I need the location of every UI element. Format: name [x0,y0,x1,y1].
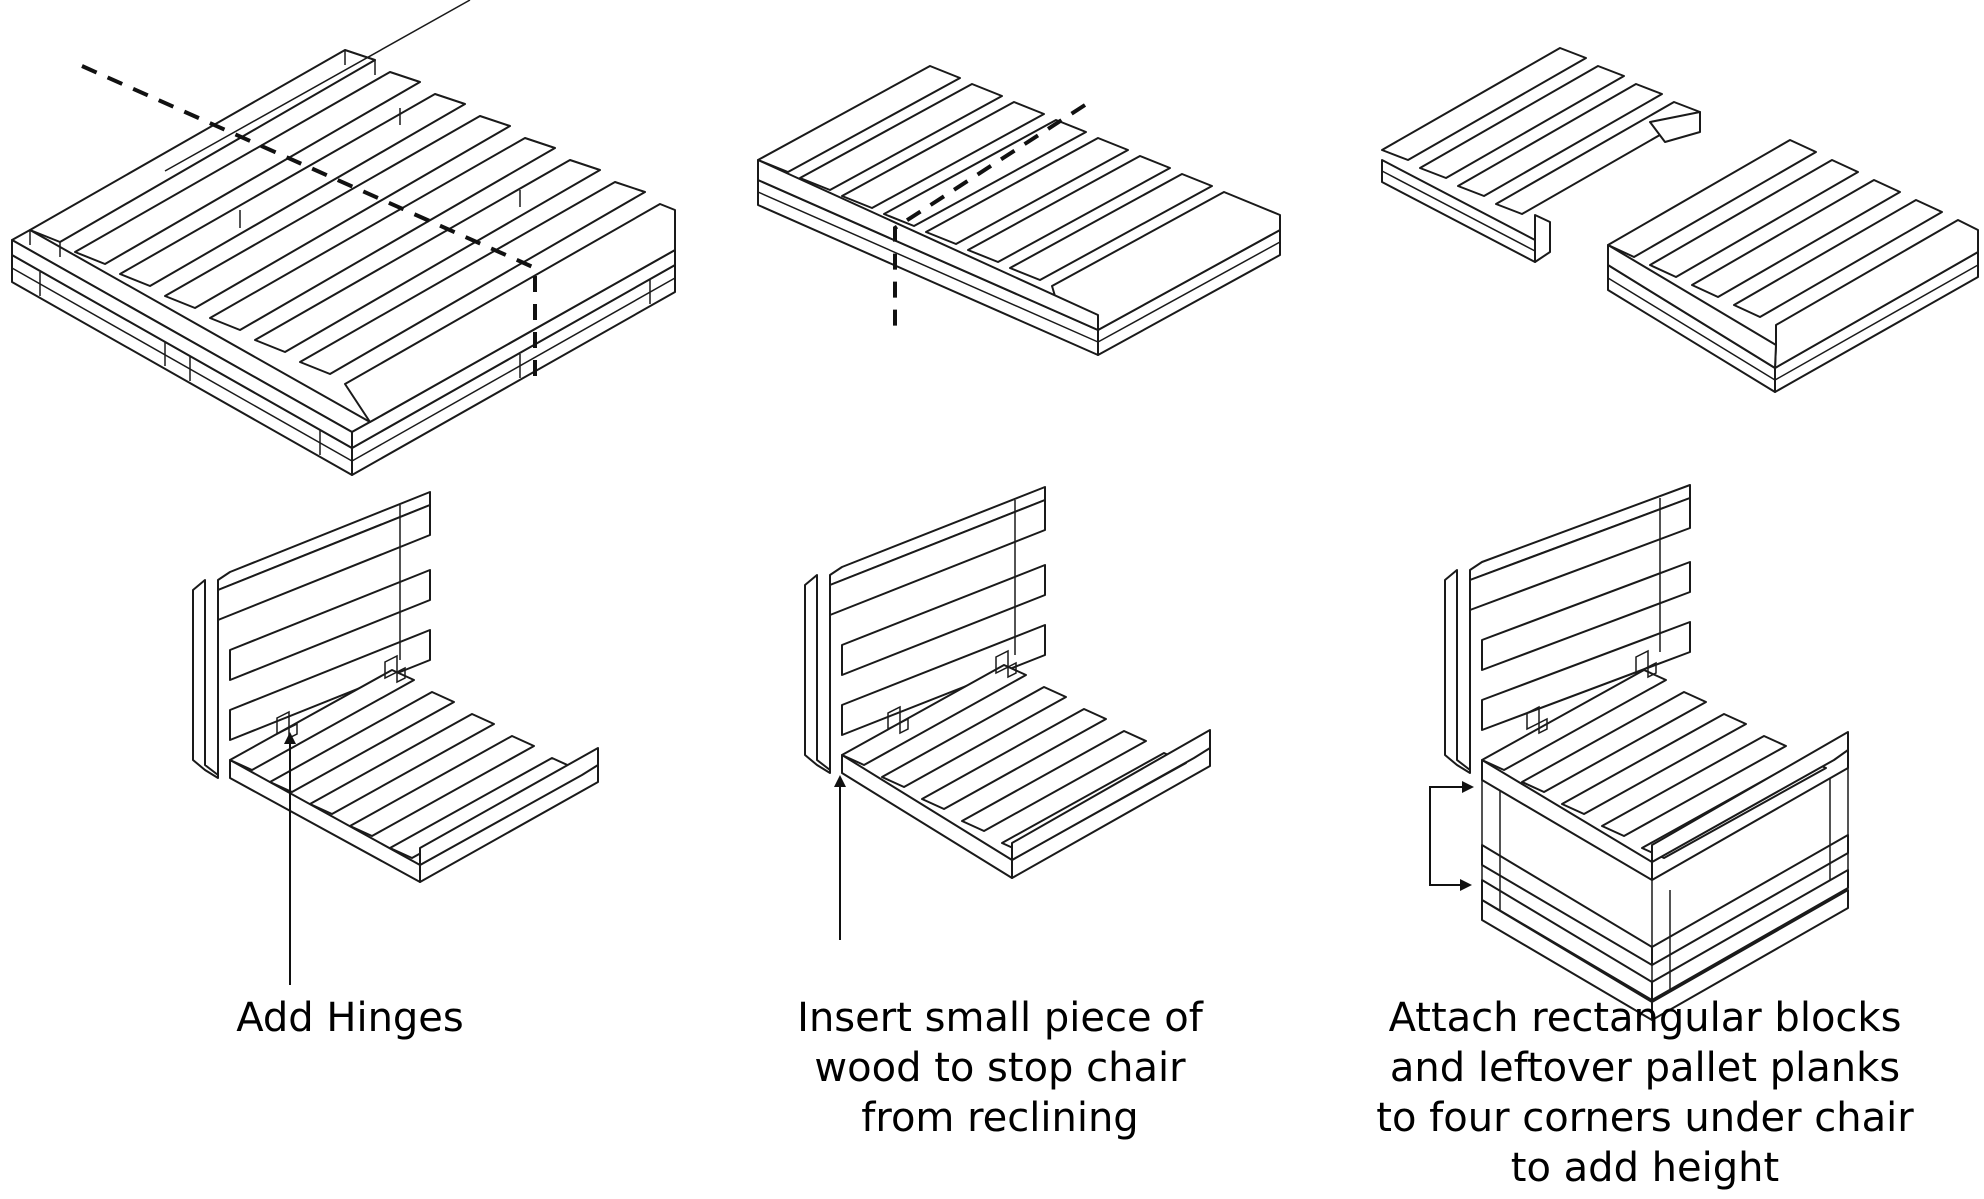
step5-seat-planks [841,664,1211,861]
step5-hinge-right [995,649,1017,679]
step1-cut-line [81,64,537,384]
step6-raised-chair [1429,484,1849,1021]
step6-caption: Attach rectangular blocks and leftover p… [1376,995,1914,1191]
step5-caption: Insert small piece of wood to stop chair… [797,995,1203,1141]
step2-pallet-cut [757,65,1281,356]
step4-seat-planks [229,669,599,866]
step2-cut-line [893,103,1087,330]
step1-deck-boards [11,229,676,449]
step6-hinges [1526,649,1657,735]
step4-caption: Add Hinges [236,995,464,1041]
step5-back-slats [829,499,1046,736]
step2-planks [757,65,1281,331]
step1-full-pallet [11,0,676,476]
step4-chair-hinges [192,491,599,985]
step3-front-piece [1607,139,1979,393]
step3-back-piece [1381,47,1701,263]
step6-back-slats [1469,497,1691,731]
step3-pallet-pieces [1381,47,1979,393]
step4-hinge-right [384,654,406,684]
step5-chair-stopper [804,486,1211,940]
step6-seat-planks [1481,669,1849,863]
step6-corner-blocks [1481,768,1849,990]
step5-hinge-left [887,705,909,735]
step1-planks [29,49,676,423]
step6-height-bracket [1429,786,1472,891]
